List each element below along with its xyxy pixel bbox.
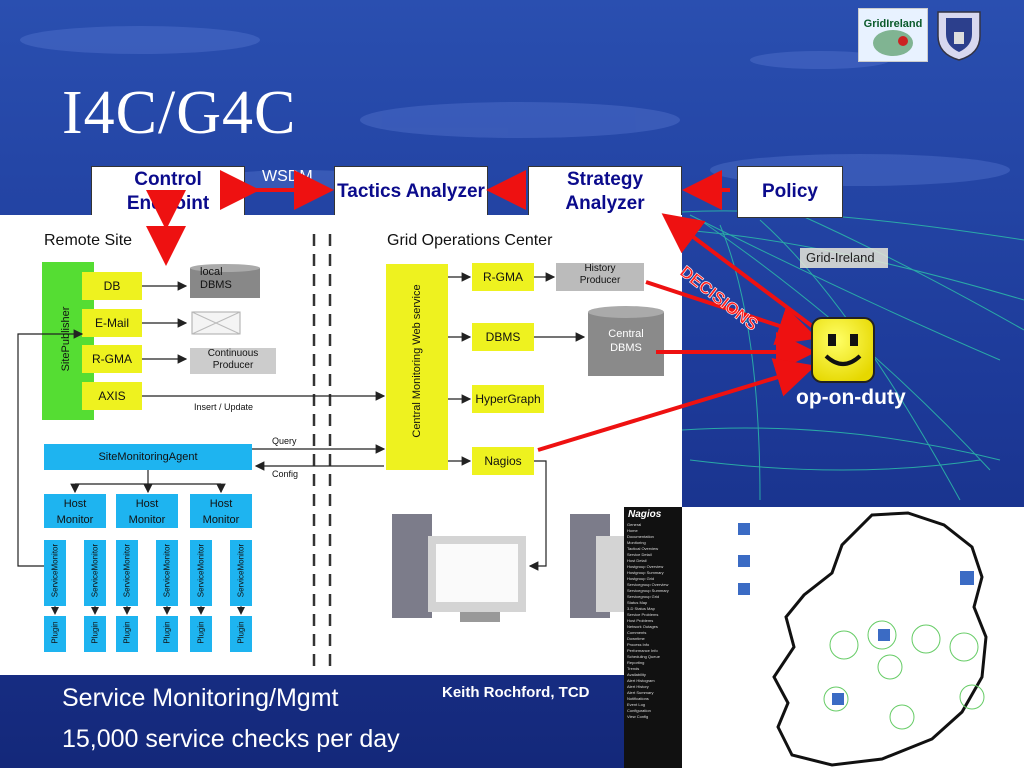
nagios-menu-item[interactable]: Home bbox=[627, 528, 638, 533]
nagios-menu-item[interactable]: Alert History bbox=[627, 684, 649, 689]
config-label: Config bbox=[272, 469, 299, 479]
local-dbms-label: local DBMS bbox=[200, 266, 232, 291]
nagios-menu-item[interactable]: Notifications bbox=[627, 696, 649, 701]
goc-item-nagios: Nagios bbox=[484, 454, 522, 468]
author-credit: Keith Rochford, TCD bbox=[442, 684, 590, 701]
nagios-menu-item[interactable]: Servicegroup Summary bbox=[627, 588, 669, 593]
host-monitor-3: Host Monitor bbox=[202, 498, 240, 526]
nagios-menu-item[interactable]: Scheduling Queue bbox=[627, 654, 660, 659]
nagios-menu-item[interactable]: Hostgroup Grid bbox=[627, 576, 655, 581]
goc-item-dbms: DBMS bbox=[485, 330, 521, 344]
goc-heading: Grid Operations Center bbox=[387, 232, 553, 249]
nagios-menu-item[interactable]: Alert Summary bbox=[627, 690, 654, 695]
goc-item-rgma: R-GMA bbox=[483, 270, 523, 284]
nagios-menu-item[interactable]: 3-D Status Map bbox=[627, 606, 655, 611]
nagios-menu-item[interactable]: Performance Info bbox=[627, 648, 658, 653]
publisher-item-db: DB bbox=[103, 279, 121, 293]
nagios-menu-item[interactable]: Downtime bbox=[627, 636, 645, 641]
tactics-analyzer-box: Tactics Analyzer bbox=[334, 166, 488, 218]
nagios-menu-item[interactable]: Service Problems bbox=[627, 612, 659, 617]
publisher-item-rgma: R-GMA bbox=[92, 352, 132, 366]
host-monitor-2: Host Monitor bbox=[128, 498, 166, 526]
nagios-menu-item[interactable]: Tactical Overview bbox=[627, 546, 659, 551]
central-dbms-label: Central DBMS bbox=[608, 328, 644, 354]
site-monitoring-agent-label: SiteMonitoringAgent bbox=[98, 451, 198, 463]
nagios-menu-item[interactable]: Service Detail bbox=[627, 552, 652, 557]
nagios-menu-item[interactable]: Process Info bbox=[627, 642, 650, 647]
nagios-menu-item[interactable]: Documentation bbox=[627, 534, 654, 539]
workstation-right bbox=[570, 514, 626, 618]
nagios-menu-item[interactable]: Host Problems bbox=[627, 618, 654, 623]
svg-text:GridIreland: GridIreland bbox=[864, 18, 923, 30]
ireland-map bbox=[738, 511, 988, 767]
nagios-menu-item[interactable]: Monitoring bbox=[627, 540, 646, 545]
nagios-menu-item[interactable]: Hostgroup Overview bbox=[627, 564, 664, 569]
strategy-analyzer-label: Strategy Analyzer bbox=[565, 169, 645, 214]
tactics-analyzer-label: Tactics Analyzer bbox=[337, 181, 485, 202]
policy-label: Policy bbox=[762, 181, 818, 202]
nagios-title: Nagios bbox=[628, 509, 662, 520]
policy-box: Policy bbox=[737, 166, 843, 218]
op-on-duty-label: op-on-duty bbox=[796, 386, 906, 409]
nagios-menu-item[interactable]: Trends bbox=[627, 666, 640, 671]
nagios-menu-item[interactable]: View Config bbox=[627, 714, 649, 719]
footer-line-1: Service Monitoring/Mgmt bbox=[62, 684, 339, 712]
nagios-menu-item[interactable]: Configuration bbox=[627, 708, 651, 713]
grid-ireland-label: Grid-Ireland bbox=[806, 250, 875, 265]
smiley-face-icon bbox=[811, 317, 875, 383]
remote-site-heading: Remote Site bbox=[44, 232, 133, 249]
nagios-menu-item[interactable]: Network Outages bbox=[627, 624, 658, 629]
workstation-left bbox=[392, 514, 526, 622]
nagios-menu-item[interactable]: Reporting bbox=[627, 660, 645, 665]
grid-ireland-logo: GridIreland bbox=[858, 8, 928, 62]
publisher-item-axis: AXIS bbox=[98, 389, 126, 403]
goc-item-hypergraph: HyperGraph bbox=[475, 392, 541, 406]
query-label: Query bbox=[272, 436, 297, 446]
nagios-menu-item[interactable]: Comments bbox=[627, 630, 647, 635]
nagios-menu-item[interactable]: Host Detail bbox=[627, 558, 647, 563]
nagios-menu-item[interactable]: General bbox=[627, 522, 642, 527]
host-monitor-1: Host Monitor bbox=[56, 498, 94, 526]
publisher-item-email: E-Mail bbox=[94, 316, 129, 330]
architecture-diagram-panel: Remote Site Grid Operations Center SiteP… bbox=[0, 215, 682, 675]
nagios-menu-item[interactable]: Hostgroup Summary bbox=[627, 570, 664, 575]
nagios-menu-item[interactable]: Servicegroup Overview bbox=[627, 582, 669, 587]
continuous-producer-label: Continuous Producer bbox=[207, 348, 259, 371]
slide-title: I4C/G4C bbox=[62, 79, 297, 147]
insert-update-label: Insert / Update bbox=[194, 402, 254, 412]
ireland-map-panel bbox=[682, 507, 1024, 768]
history-producer-label: History Producer bbox=[579, 263, 621, 286]
nagios-menu-item[interactable]: Alert Histogram bbox=[627, 678, 655, 683]
footer-line-2: 15,000 service checks per day bbox=[62, 725, 400, 753]
architecture-diagram bbox=[17, 234, 664, 668]
tcd-crest-logo bbox=[932, 6, 986, 62]
nagios-menu-item[interactable]: Servicegroup Grid bbox=[627, 594, 660, 599]
nagios-menu-item[interactable]: Availability bbox=[627, 672, 646, 677]
nagios-menu-item[interactable]: Event Log bbox=[627, 702, 646, 707]
nagios-menu-item[interactable]: Status Map bbox=[627, 600, 648, 605]
strategy-analyzer-box: Strategy Analyzer bbox=[528, 166, 682, 218]
